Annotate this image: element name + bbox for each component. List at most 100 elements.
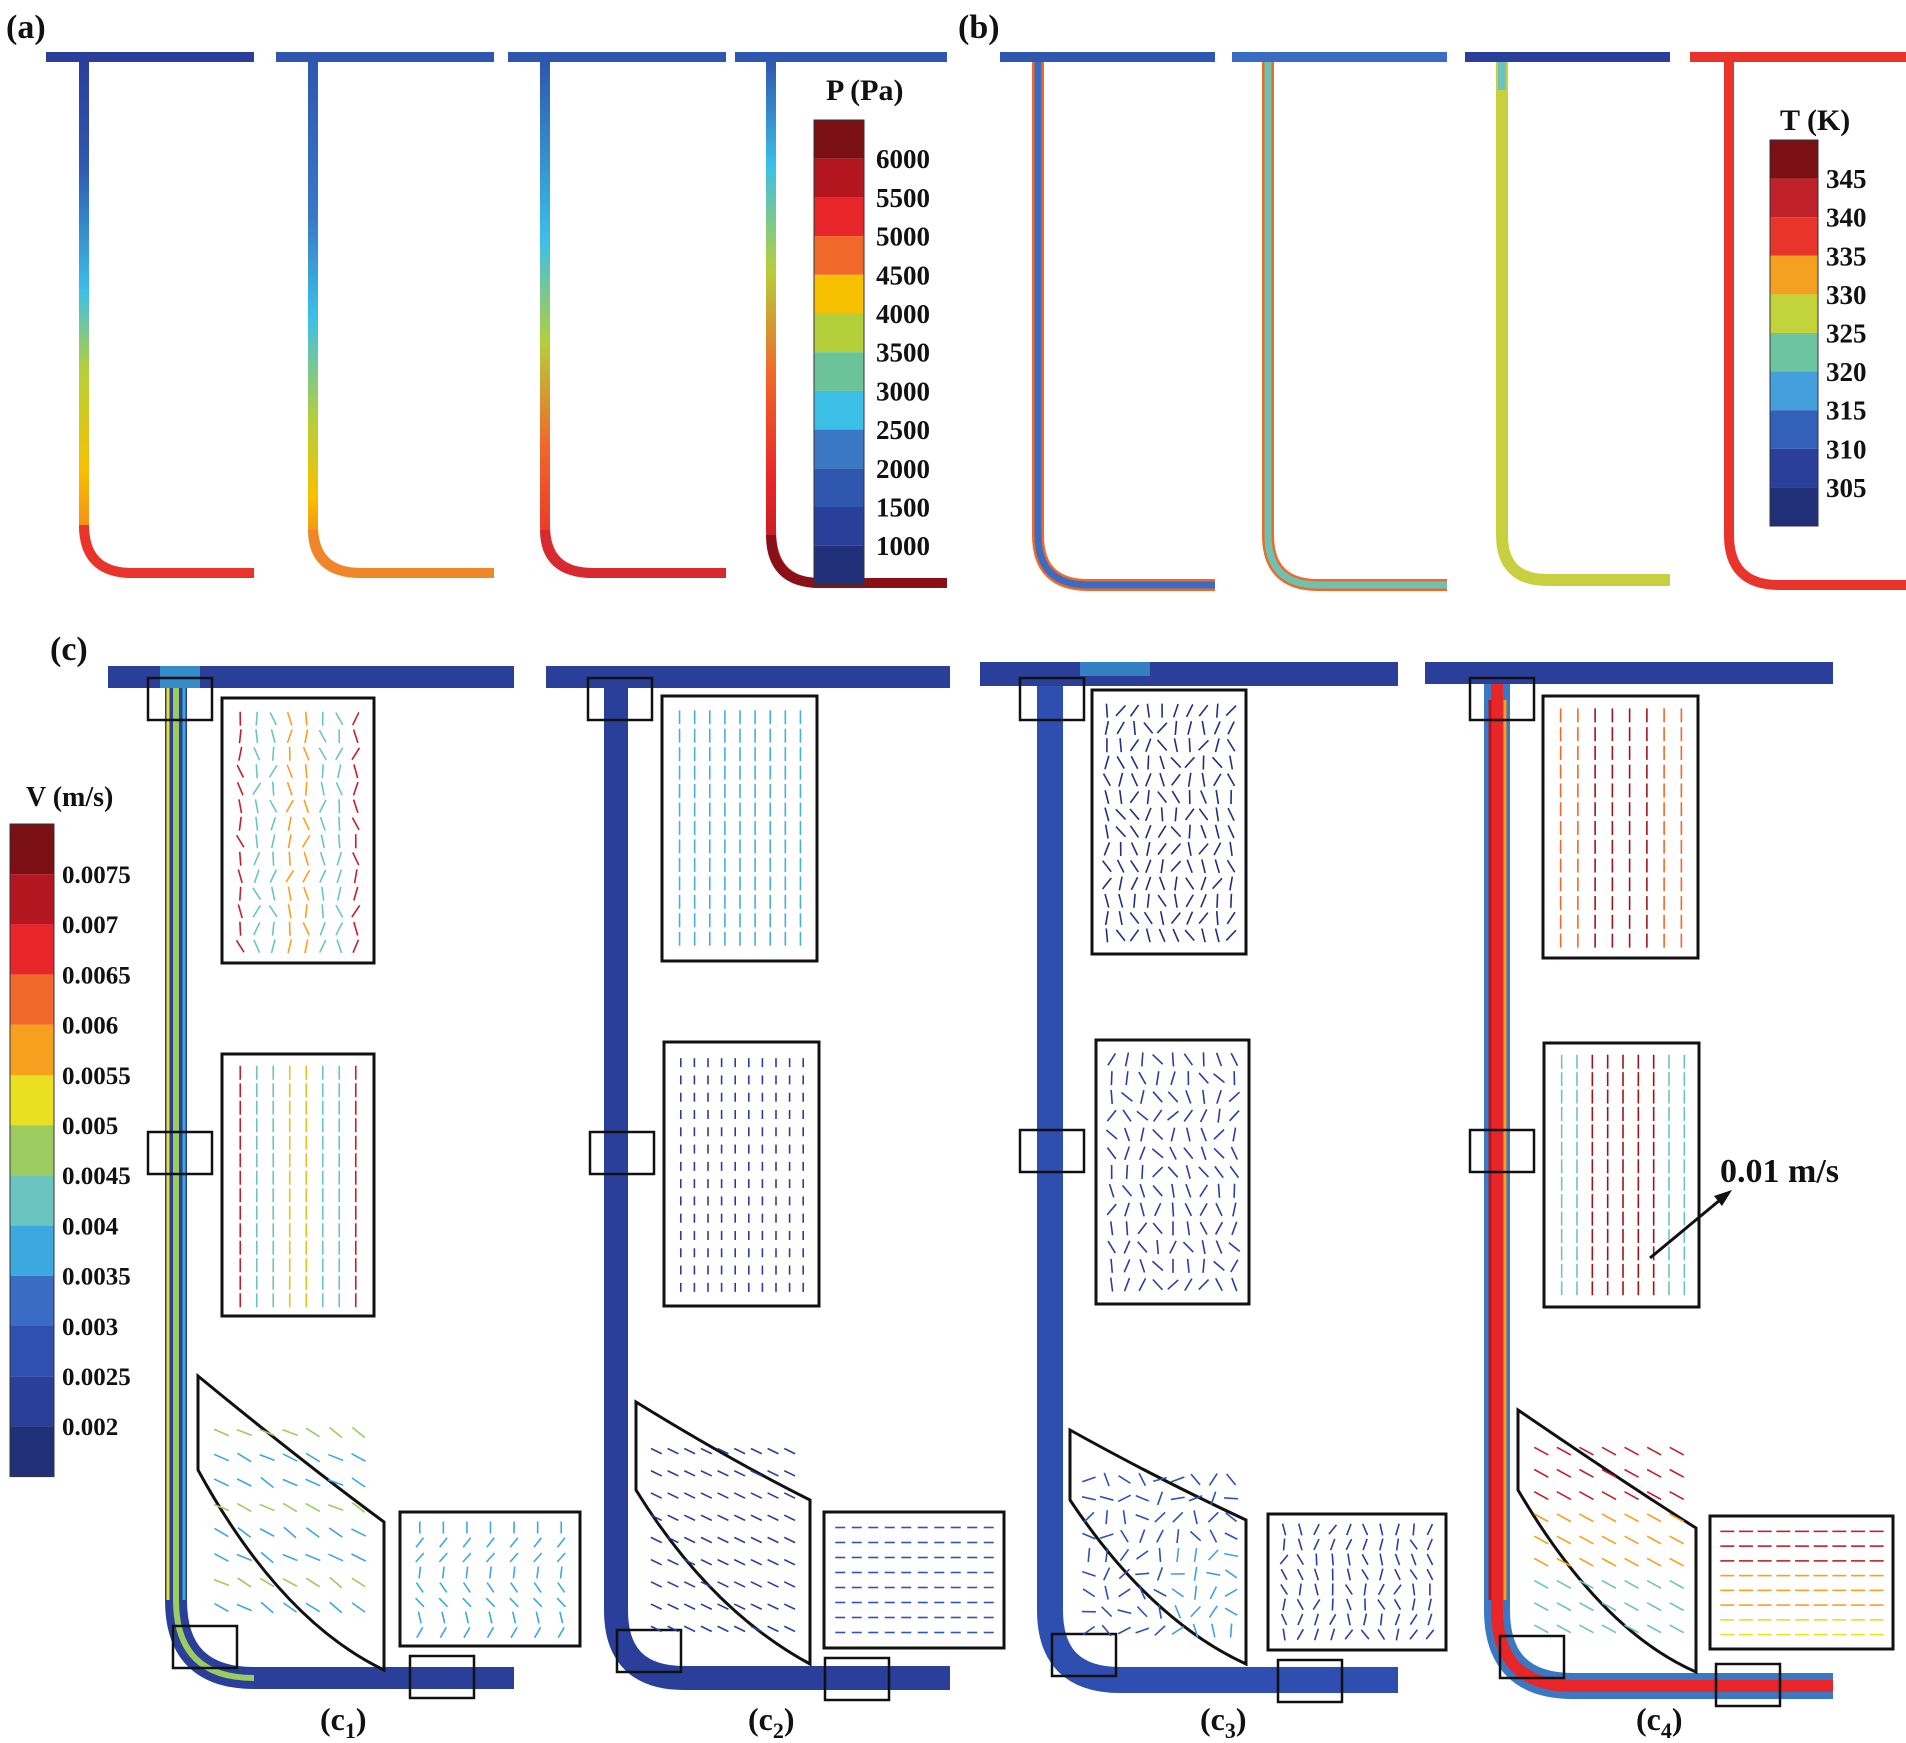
inset-c1-mid <box>222 1054 374 1316</box>
velocity-colorbar <box>10 824 54 1477</box>
velocity-vector <box>1602 1447 1616 1455</box>
velocity-vector <box>1534 1536 1548 1544</box>
velocity-vector <box>668 1560 679 1565</box>
pressure-legend-swatch <box>814 314 864 353</box>
velocity-vector <box>238 1578 251 1587</box>
pressure-pipe-3 <box>508 52 726 573</box>
velocity-vector <box>684 1626 695 1631</box>
temperature-legend-tick: 305 <box>1826 473 1867 503</box>
velocity-vector <box>339 834 340 848</box>
sub-label-c4: (c4) <box>1636 1701 1683 1738</box>
velocity-legend-tick: 0.0055 <box>62 1063 131 1090</box>
velocity-vector <box>322 904 323 918</box>
velocity-vector <box>1082 1572 1095 1577</box>
velocity-vector <box>1647 1447 1661 1455</box>
temperature-legend-tick: 325 <box>1826 318 1867 348</box>
temperature-legend-swatch <box>1770 294 1818 333</box>
temperature-legend-title: T (K) <box>1780 104 1850 137</box>
velocity-vector <box>1217 894 1218 908</box>
velocity-vector <box>214 1580 229 1586</box>
temperature-pipe-2 <box>1232 52 1447 585</box>
velocity-vector <box>701 1626 712 1631</box>
velocity-vector <box>289 922 290 936</box>
velocity-vector <box>240 922 241 936</box>
velocity-legend-swatch <box>10 975 54 1025</box>
velocity-vector <box>1625 1447 1639 1455</box>
temperature-legend-tick: 340 <box>1826 203 1867 233</box>
pressure-legend-tick: 3000 <box>876 376 930 406</box>
velocity-vector <box>768 1449 779 1454</box>
velocity-vector <box>1231 894 1232 908</box>
velocity-vector <box>1118 1610 1132 1613</box>
pressure-legend-tick: 4000 <box>876 299 930 329</box>
velocity-vector <box>1191 1474 1200 1485</box>
velocity-vector <box>1224 1498 1238 1499</box>
velocity-vector <box>1111 1090 1112 1104</box>
panel-label-a: (a) <box>6 9 46 46</box>
velocity-vector <box>328 1455 343 1461</box>
pressure-legend-swatch <box>814 352 864 391</box>
temperature-colorbar <box>1770 140 1818 526</box>
velocity-vector <box>1218 1184 1219 1198</box>
inset-c2-outlet <box>824 1512 1004 1648</box>
velocity-legend-tick: 0.004 <box>62 1213 119 1240</box>
pressure-legend-title: P (Pa) <box>826 74 903 107</box>
velocity-vector <box>651 1582 662 1587</box>
velocity-vector <box>1332 1554 1333 1566</box>
velocity-vector <box>306 782 307 796</box>
pressure-legend-swatch <box>814 275 864 314</box>
temperature-legend-swatch <box>1770 410 1818 449</box>
temperature-legend-swatch <box>1770 140 1818 179</box>
velocity-legend-swatch <box>10 1326 54 1376</box>
velocity-vector <box>352 1454 366 1462</box>
velocity-vector <box>701 1604 712 1609</box>
pressure-legend-tick: 2500 <box>876 415 930 445</box>
velocity-legend-swatch <box>10 874 54 924</box>
velocity-vector <box>1332 1599 1333 1611</box>
velocity-vector <box>1127 1221 1128 1235</box>
velocity-legend-tick: 0.005 <box>62 1113 118 1140</box>
velocity-vector <box>214 1554 228 1562</box>
sub-label-c3: (c3) <box>1200 1701 1247 1738</box>
velocity-legend: V (m/s) 0.00750.0070.00650.0060.00550.00… <box>10 782 131 1477</box>
velocity-vector <box>668 1582 679 1587</box>
velocity-vector <box>1534 1603 1548 1611</box>
pressure-legend-swatch <box>814 430 864 469</box>
velocity-vector <box>240 852 241 866</box>
velocity-vector <box>1557 1603 1571 1611</box>
velocity-vector <box>273 747 274 761</box>
velocity-vector <box>684 1604 695 1609</box>
velocity-vector <box>1579 1603 1593 1611</box>
velocity-vector <box>1173 1203 1174 1217</box>
velocity-vector <box>1106 704 1107 718</box>
velocity-vector <box>273 782 274 796</box>
velocity-vector <box>1217 704 1218 718</box>
velocity-vector <box>1083 1589 1095 1597</box>
velocity-vector <box>1137 1607 1147 1617</box>
velocity-vector <box>1171 1477 1184 1482</box>
velocity-vector <box>1534 1558 1548 1566</box>
velocity-vector <box>1162 807 1163 821</box>
temperature-legend-swatch <box>1770 372 1818 411</box>
velocity-vector <box>718 1626 729 1631</box>
velocity-legend-tick: 0.007 <box>62 912 118 939</box>
pressure-legend-tick: 2000 <box>876 454 930 484</box>
velocity-legend-swatch <box>10 924 54 974</box>
velocity-legend-swatch <box>10 1226 54 1276</box>
velocity-legend-swatch <box>10 824 54 874</box>
pressure-legend-swatch <box>814 236 864 275</box>
pressure-legend-swatch <box>814 159 864 198</box>
velocity-tick-labels: 0.00750.0070.00650.0060.00550.0050.00450… <box>62 862 131 1441</box>
panel-label-c: (c) <box>50 631 88 668</box>
velocity-vector <box>1173 1052 1174 1066</box>
inset-c2-bend <box>636 1402 810 1664</box>
velocity-vector <box>256 712 257 726</box>
velocity-vector <box>1557 1581 1571 1589</box>
velocity-legend-swatch <box>10 1376 54 1426</box>
pressure-pipes <box>46 52 947 583</box>
velocity-vector <box>283 1430 298 1436</box>
temperature-pipe-3 <box>1465 52 1670 580</box>
